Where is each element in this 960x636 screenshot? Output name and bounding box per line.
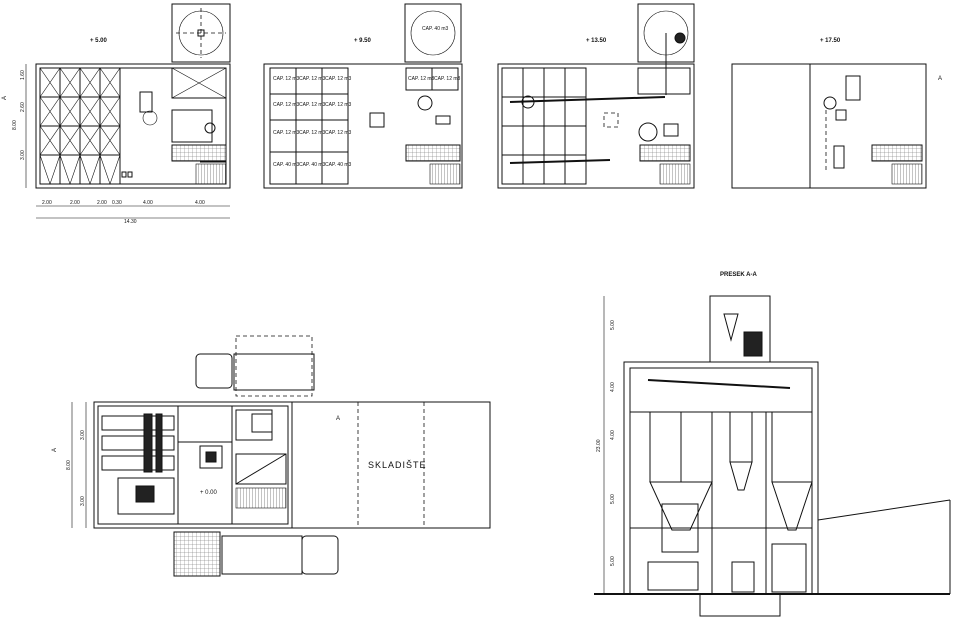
truck-top [195, 335, 315, 397]
svg-text:CAP. 12 m3: CAP. 12 m3 [434, 76, 461, 82]
svg-text:2.00: 2.00 [97, 200, 107, 206]
silos [649, 411, 813, 531]
mixing-equipment [101, 413, 175, 515]
svg-text:5.00: 5.00 [610, 494, 616, 504]
floor-plan-17-50: + 17.50 A [731, 38, 942, 189]
svg-text:CAP. 12 m3: CAP. 12 m3 [408, 76, 435, 82]
svg-text:3.00: 3.00 [20, 150, 26, 160]
svg-text:2.00: 2.00 [70, 200, 80, 206]
level-label-9-50: + 9.50 [354, 38, 372, 44]
level-label-17-50: + 17.50 [820, 38, 841, 44]
svg-text:CAP. 12 m3: CAP. 12 m3 [273, 76, 300, 82]
svg-text:A: A [336, 416, 340, 422]
svg-text:CAP. 40 m3: CAP. 40 m3 [299, 162, 326, 168]
svg-text:1.60: 1.60 [20, 70, 26, 80]
section-a-a: PRESEK A-A [594, 272, 951, 617]
svg-text:A: A [2, 96, 8, 100]
svg-text:CAP. 12 m3: CAP. 12 m3 [299, 102, 326, 108]
svg-text:CAP. 12 m3: CAP. 12 m3 [273, 130, 300, 136]
svg-text:4.00: 4.00 [610, 430, 616, 440]
hopper-grid [39, 67, 121, 185]
svg-text:5.00: 5.00 [610, 320, 616, 330]
svg-text:CAP. 40 m3: CAP. 40 m3 [273, 162, 300, 168]
section-dimensions: 5.00 4.00 4.00 5.00 5.00 23.00 [596, 296, 616, 594]
svg-text:CAP. 12 m3: CAP. 12 m3 [325, 76, 352, 82]
svg-text:3.00: 3.00 [80, 430, 86, 440]
svg-text:CAP. 40 m3: CAP. 40 m3 [422, 26, 449, 32]
level-label-13-50: + 13.50 [586, 38, 607, 44]
svg-text:4.00: 4.00 [143, 200, 153, 206]
svg-text:CAP. 12 m3: CAP. 12 m3 [299, 130, 326, 136]
building-outline [35, 63, 231, 189]
svg-text:8.00: 8.00 [66, 460, 72, 470]
bin-grid: CAP. 12 m3 CAP. 12 m3 CAP. 12 m3 CAP. 12… [269, 67, 352, 185]
section-building [623, 361, 819, 595]
svg-text:5.00: 5.00 [610, 556, 616, 566]
dimension-chain: 2.00 2.00 2.00 0.30 4.00 4.00 14.30 [36, 200, 230, 225]
level-label-5: + 5.00 [90, 38, 108, 44]
ground-building [93, 401, 293, 529]
ground-floor-plan: + 0.00 SKLADIŠTE A 3.00 8.00 3.00 A [52, 335, 491, 577]
svg-text:CAP. 12 m3: CAP. 12 m3 [325, 130, 352, 136]
svg-text:CAP. 40 m3: CAP. 40 m3 [325, 162, 352, 168]
svg-text:3.00: 3.00 [80, 496, 86, 506]
truck-bottom [173, 531, 339, 577]
svg-text:2.60: 2.60 [20, 102, 26, 112]
svg-text:CAP. 12 m3: CAP. 12 m3 [273, 102, 300, 108]
warehouse [291, 401, 491, 529]
svg-text:14.30: 14.30 [124, 219, 137, 225]
floor-plan-13-50: + 13.50 [497, 3, 695, 189]
svg-text:8.00: 8.00 [12, 120, 18, 130]
svg-text:A: A [938, 76, 942, 82]
ground-left-dimensions: 3.00 8.00 3.00 A [52, 402, 87, 528]
svg-text:4.00: 4.00 [610, 382, 616, 392]
bin-grid-13 [501, 67, 587, 185]
svg-text:CAP. 12 m3: CAP. 12 m3 [325, 102, 352, 108]
svg-text:A: A [52, 448, 58, 452]
warehouse-label: SKLADIŠTE [368, 460, 427, 470]
tower-outline [171, 3, 231, 63]
floor-plan-9-50: + 9.50 CAP. 40 m3 CAP. 12 m3 CAP. 12 m3 … [263, 3, 463, 189]
svg-text:23.00: 23.00 [596, 439, 602, 452]
svg-text:CAP. 12 m3: CAP. 12 m3 [299, 76, 326, 82]
section-title: PRESEK A-A [720, 272, 757, 278]
left-dimensions: 1.60 8.00 2.60 3.00 A [2, 64, 27, 188]
floor-plan-5: + 5.00 [2, 3, 231, 225]
ground-level-label: + 0.00 [200, 490, 218, 496]
svg-text:0.30: 0.30 [112, 200, 122, 206]
svg-text:4.00: 4.00 [195, 200, 205, 206]
svg-text:2.00: 2.00 [42, 200, 52, 206]
